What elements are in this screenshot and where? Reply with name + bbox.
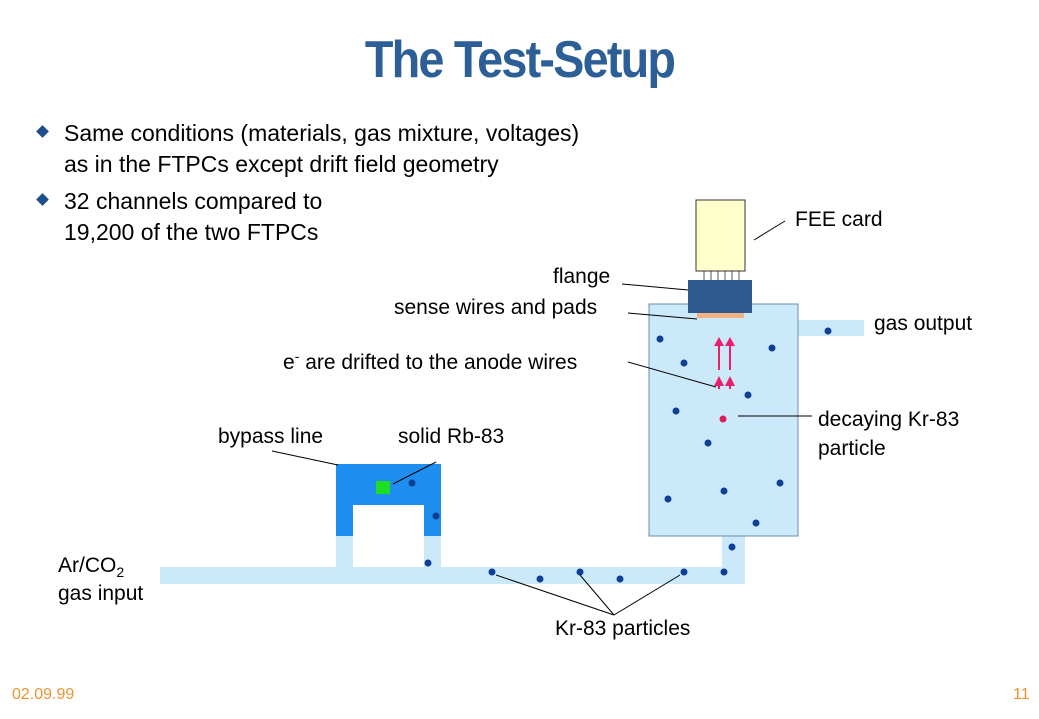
drift-label-sup: - (294, 348, 300, 364)
gas-input-ar: Ar/CO (58, 554, 117, 577)
decaying-label-line1: decaying Kr-83 (818, 408, 960, 431)
solid-rb-label: solid Rb-83 (398, 425, 505, 448)
gas-input-pipe (160, 567, 745, 584)
flange (688, 280, 752, 313)
decaying-label-line2: particle (818, 437, 886, 460)
sense-wires-label: sense wires and pads (394, 296, 598, 319)
gas-input-sub: 2 (116, 564, 125, 581)
bullet-text-line: 32 channels compared to (64, 188, 323, 214)
bypass-leg-left (336, 535, 353, 568)
bullet-text-line: as in the FTPCs except drift field geome… (64, 151, 499, 177)
drift-label: e- are drifted to the anode wires (283, 343, 577, 376)
fee-card (695, 199, 746, 272)
fee-connector-pins (703, 270, 740, 280)
flange-label: flange (553, 265, 611, 288)
sense-wires-strip (697, 313, 744, 318)
bullet-list: Same conditions (materials, gas mixture,… (36, 118, 716, 254)
page-title: The Test-Setup (364, 31, 676, 89)
bullet-text-line: Same conditions (materials, gas mixture,… (64, 120, 580, 146)
drift-label-e: e (283, 351, 295, 374)
anode-drift-arrows (714, 337, 735, 389)
gas-output-pipe (798, 320, 864, 336)
page-number: 11 (1013, 686, 1030, 703)
fee-card-label: FEE card (795, 208, 883, 231)
bullet-item: 32 channels compared to 19,200 of the tw… (36, 186, 716, 248)
bullet-item: Same conditions (materials, gas mixture,… (36, 118, 716, 180)
gas-input-label-line1: Ar/CO2 (58, 553, 124, 585)
kr-83-particles (408, 327, 832, 583)
kr-particles-label: Kr-83 particles (555, 617, 691, 640)
rb-83-source (376, 481, 390, 494)
gas-output-label: gas output (874, 312, 973, 335)
drift-label-rest: are drifted to the anode wires (299, 351, 578, 374)
bypass-line-label: bypass line (218, 425, 324, 448)
bullet-text-line: 19,200 of the two FTPCs (64, 219, 319, 245)
chamber-riser-pipe (722, 536, 745, 584)
leader-lines (271, 220, 812, 616)
decaying-kr-83-particle (719, 415, 727, 423)
gas-input-label-line2: gas input (58, 582, 144, 605)
bypass-block (336, 464, 441, 536)
footer-date: 02.09.99 (12, 686, 75, 703)
